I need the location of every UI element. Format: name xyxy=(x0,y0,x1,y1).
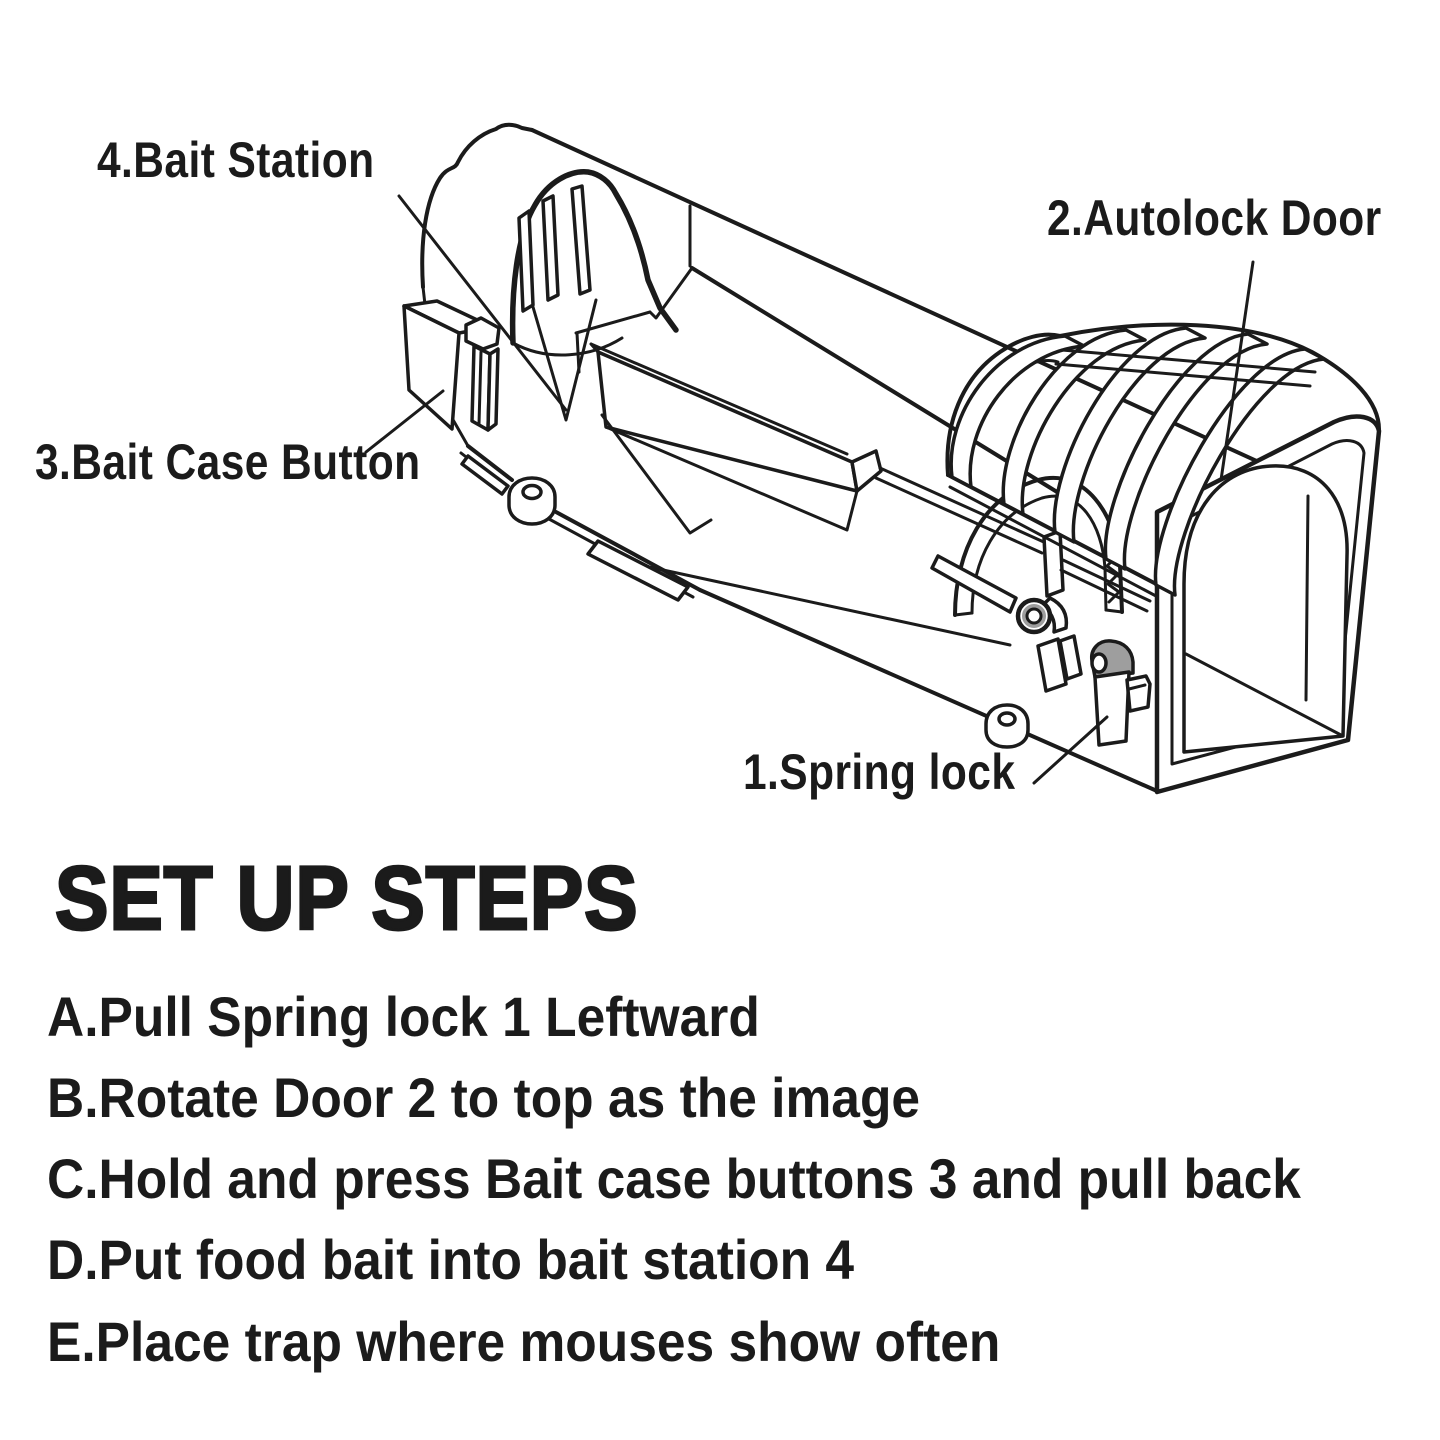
leader-bait-case-button xyxy=(364,389,445,454)
setup-step-b: B.Rotate Door 2 to top as the image xyxy=(47,1066,921,1129)
setup-step-c: C.Hold and press Bait case buttons 3 and… xyxy=(47,1147,1301,1210)
leader-lines xyxy=(364,194,1255,785)
part-label-spring-lock: 1.Spring lock xyxy=(743,744,1016,800)
door-ribbed-roof xyxy=(945,322,1382,598)
vent-slots xyxy=(517,184,592,313)
leader-autolock-door xyxy=(1219,260,1255,482)
leader-bait-station xyxy=(397,194,568,412)
anchor-tab-left xyxy=(460,454,557,526)
trap-tunnel-body xyxy=(421,128,1285,793)
spring-lock-part xyxy=(1090,639,1152,747)
part-label-bait-station: 4.Bait Station xyxy=(97,132,375,188)
trap-entrance-arch xyxy=(420,122,679,357)
leader-spring-lock xyxy=(1032,715,1109,785)
part-label-bait-case-button: 3.Bait Case Button xyxy=(35,434,421,490)
part-label-autolock-door: 2.Autolock Door xyxy=(1047,190,1382,246)
autolock-door-part xyxy=(945,322,1382,795)
latch-mechanism xyxy=(930,554,1083,693)
setup-step-a: A.Pull Spring lock 1 Leftward xyxy=(47,985,760,1048)
setup-step-d: D.Put food bait into bait station 4 xyxy=(47,1228,855,1291)
setup-steps-heading: SET UP STEPS xyxy=(54,849,639,949)
setup-step-e: E.Place trap where mouses show often xyxy=(47,1310,1001,1373)
anchor-tab-center xyxy=(984,703,1030,749)
bait-case-button-part xyxy=(402,299,501,432)
